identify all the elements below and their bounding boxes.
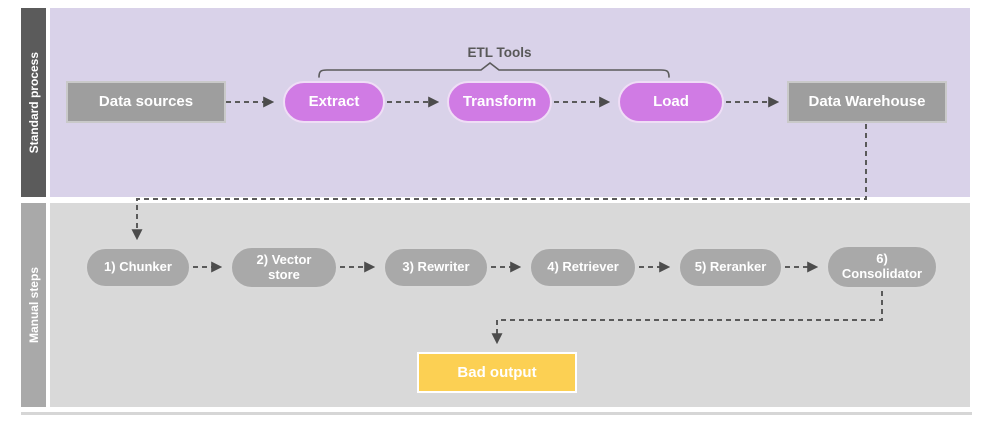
- node-bad-output: Bad output: [417, 352, 577, 393]
- page-bottom-divider: [21, 412, 972, 415]
- node-transform-label: Transform: [462, 93, 537, 111]
- connector-warehouse-chunker: [131, 124, 867, 241]
- node-chunker-label: 1) Chunker: [104, 259, 172, 275]
- connector-consolidator-badoutput: [491, 291, 883, 345]
- node-data-warehouse: Data Warehouse: [787, 81, 947, 123]
- node-consolidator-label: 6) Consolidator: [841, 251, 923, 281]
- node-extract: Extract: [283, 81, 385, 123]
- node-vector-store-label: 2) Vector store: [256, 251, 312, 282]
- node-chunker: 1) Chunker: [85, 247, 191, 288]
- node-bad-output-label: Bad output: [457, 363, 537, 381]
- node-rewriter-label: 3) Rewriter: [402, 259, 470, 275]
- node-reranker-label: 5) Reranker: [694, 259, 767, 275]
- node-consolidator: 6) Consolidator: [826, 245, 938, 289]
- node-data-sources-label: Data sources: [98, 93, 194, 111]
- node-load-label: Load: [653, 93, 689, 111]
- node-vector-store: 2) Vector store: [230, 246, 338, 289]
- node-retriever-label: 4) Retriever: [547, 259, 619, 275]
- etl-tools-label: ETL Tools: [467, 45, 532, 60]
- node-transform: Transform: [447, 81, 552, 123]
- node-data-sources: Data sources: [66, 81, 226, 123]
- node-load: Load: [618, 81, 724, 123]
- lane-label-standard-process: Standard process: [21, 8, 46, 197]
- node-retriever: 4) Retriever: [529, 247, 637, 288]
- etl-tools-bracket-icon: [318, 61, 670, 78]
- lane-label-manual-steps: Manual steps: [21, 203, 46, 407]
- node-data-warehouse-label: Data Warehouse: [808, 93, 926, 111]
- node-extract-label: Extract: [308, 93, 360, 111]
- node-rewriter: 3) Rewriter: [383, 247, 489, 288]
- node-reranker: 5) Reranker: [678, 247, 783, 288]
